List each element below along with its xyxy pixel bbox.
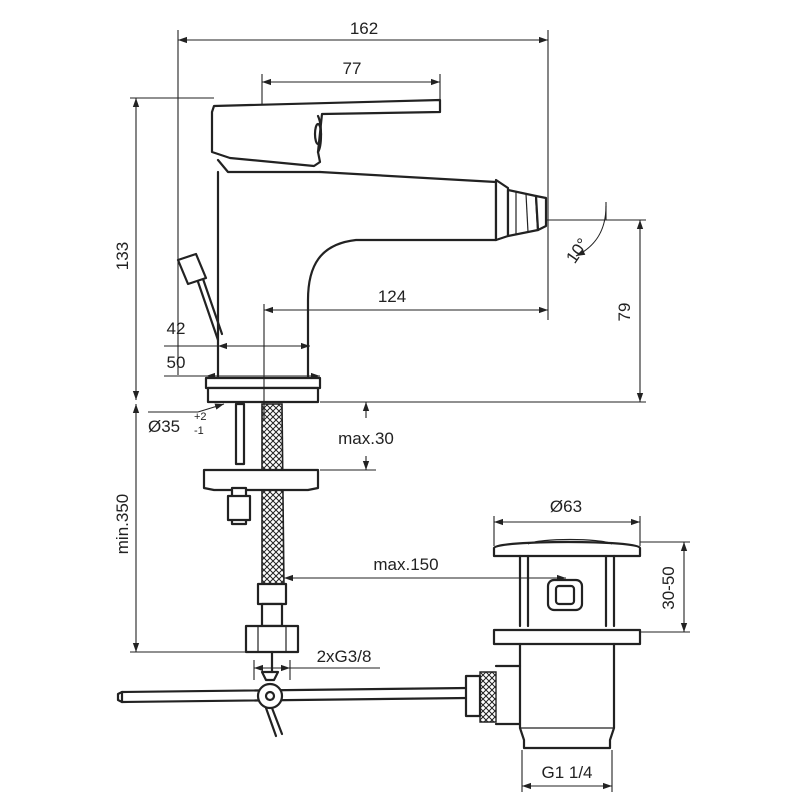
popup-waste xyxy=(464,538,642,750)
label-waste-height: 30-50 xyxy=(659,566,678,609)
label-total-height: 133 xyxy=(113,242,132,270)
faucet-body xyxy=(176,98,548,404)
label-max-rod: max.150 xyxy=(373,555,438,574)
under-counter-assembly xyxy=(116,402,470,738)
label-lever-length: 77 xyxy=(343,59,362,78)
label-base-42: 42 xyxy=(167,319,186,338)
linkage-rod xyxy=(120,686,470,704)
base-plate xyxy=(204,376,322,390)
aerator xyxy=(494,178,510,242)
popup-knob xyxy=(176,252,208,286)
label-hole-tolerance-lower: -1 xyxy=(194,425,204,437)
lever-handle xyxy=(210,98,442,168)
label-overall-width: 162 xyxy=(350,19,378,38)
label-min-hose: min.350 xyxy=(113,494,132,554)
label-spout-height: 79 xyxy=(615,303,634,322)
label-spout-reach: 124 xyxy=(378,287,406,306)
label-hole-tolerance-upper: +2 xyxy=(194,411,207,423)
fixing-plate xyxy=(202,468,320,492)
label-connection: 2xG3/8 xyxy=(317,647,372,666)
label-max-deck: max.30 xyxy=(338,429,394,448)
popup-rod xyxy=(194,274,220,342)
label-base-50: 50 xyxy=(167,353,186,372)
label-hole-diameter: Ø35 xyxy=(148,417,180,436)
dimension-labels: 162 77 133 124 79 10° 42 50 Ø35 +2 -1 ma… xyxy=(113,19,678,782)
dimension-lines xyxy=(130,30,690,792)
label-tilt-angle: 10° xyxy=(562,235,592,267)
label-waste-thread: G1 1/4 xyxy=(541,763,592,782)
label-waste-diameter: Ø63 xyxy=(550,497,582,516)
hose-nut xyxy=(244,624,300,654)
body-outline xyxy=(216,170,498,380)
waste-cap xyxy=(492,540,642,558)
